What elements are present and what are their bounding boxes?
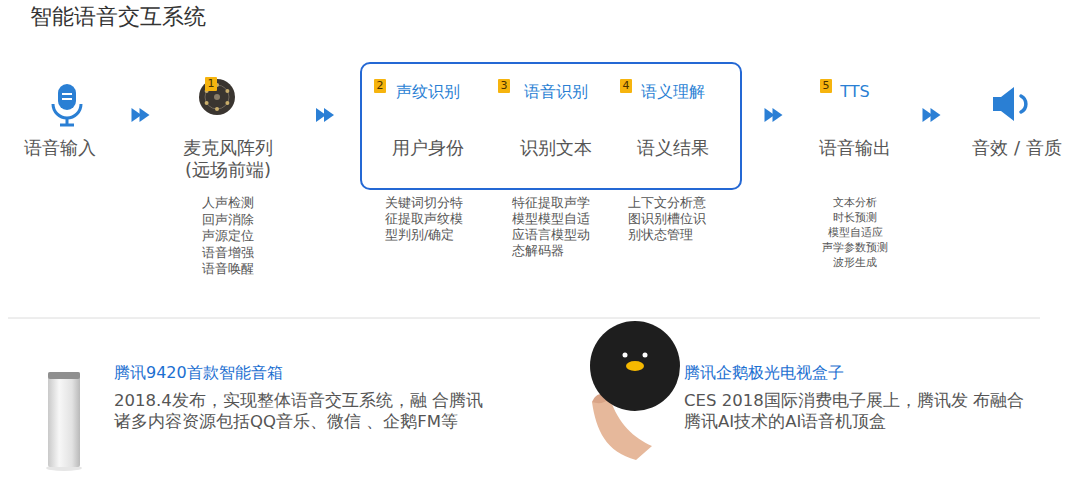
diagram-title: 智能语音交互系统 bbox=[30, 3, 206, 31]
module-node: 语义理解语义结果 bbox=[628, 80, 718, 159]
stage-label: 麦克风阵列 (远场前端) bbox=[166, 137, 290, 181]
module-title: 声纹识别 bbox=[396, 80, 460, 104]
stage-node: 语音输入 bbox=[5, 78, 115, 159]
arrow-head bbox=[324, 108, 334, 122]
product-title: 腾讯企鹅极光电视盒子 bbox=[684, 362, 844, 384]
module-description: 关键词切分特 征提取声纹模 型判别/确定 bbox=[385, 195, 473, 243]
module-node: 声纹识别用户身份 bbox=[385, 80, 470, 159]
flow-arrow bbox=[742, 108, 805, 122]
callout-number: 3 bbox=[498, 79, 510, 93]
stage-node: 音效 / 音质 bbox=[958, 78, 1076, 159]
product-node: 腾讯9420首款智能音箱 2018.4发布，实现整体语音交互系统，融 合腾讯诸多内… bbox=[114, 362, 487, 432]
flow-arrow bbox=[290, 108, 360, 122]
arrow-head bbox=[773, 108, 783, 122]
tv-box-picture bbox=[590, 321, 680, 460]
feature-list: 人声检测 回声消除 声源定位 语音增强 语音唤醒 bbox=[197, 195, 259, 278]
callout-number: 5 bbox=[820, 79, 832, 93]
callout-number: 4 bbox=[620, 79, 632, 93]
product-description: CES 2018国际消费电子展上，腾讯发 布融合腾讯AI技术的AI语音机顶盒 bbox=[684, 390, 1037, 432]
stage-node: TTS 语音输出文本分析 时长预测 模型自适应 声学参数预测 波形生成 bbox=[805, 80, 905, 270]
stage-label: 语音输出 bbox=[819, 137, 891, 159]
group-box: 声纹识别用户身份语音识别识别文本语义理解语义结果 bbox=[360, 62, 742, 190]
callout-number: 1 bbox=[205, 77, 217, 91]
stage-node: 麦克风阵列 (远场前端) 人声检测 回声消除 声源定位 语音增强 语音唤醒 bbox=[166, 75, 290, 278]
microphone-icon bbox=[53, 84, 81, 125]
stage-label: 语音输入 bbox=[24, 137, 96, 159]
product-title: 腾讯9420首款智能音箱 bbox=[114, 362, 283, 384]
module-output: 用户身份 bbox=[392, 137, 464, 159]
module-output: 语义结果 bbox=[637, 137, 709, 159]
divider-line bbox=[8, 318, 1040, 319]
product-node: 腾讯企鹅极光电视盒子 CES 2018国际消费电子展上，腾讯发 布融合腾讯AI技术… bbox=[684, 362, 1037, 432]
flow-arrow bbox=[115, 108, 166, 122]
module-title: 语音识别 bbox=[524, 80, 588, 104]
speaker-icon bbox=[993, 87, 1026, 121]
product-description: 2018.4发布，实现整体语音交互系统，融 合腾讯诸多内容资源包括QQ音乐、微信… bbox=[114, 390, 487, 432]
flow-arrow bbox=[905, 108, 958, 122]
arrow-head bbox=[140, 108, 150, 122]
module-description: 上下文分析意 图识别槽位识 别状态管理 bbox=[628, 195, 716, 243]
module-title: 语义理解 bbox=[641, 80, 705, 104]
module-output: 识别文本 bbox=[520, 137, 592, 159]
feature-list: 文本分析 时长预测 模型自适应 声学参数预测 波形生成 bbox=[813, 195, 897, 270]
stage-label: 音效 / 音质 bbox=[972, 137, 1062, 159]
module-description: 特征提取声学 模型模型自适 应语言模型动 态解码器 bbox=[512, 195, 604, 259]
module-node: 语音识别识别文本 bbox=[510, 80, 602, 159]
arrow-head bbox=[931, 108, 941, 122]
callout-number: 2 bbox=[374, 79, 386, 93]
smart-speaker-picture bbox=[46, 372, 82, 471]
module-title: TTS bbox=[840, 80, 869, 104]
